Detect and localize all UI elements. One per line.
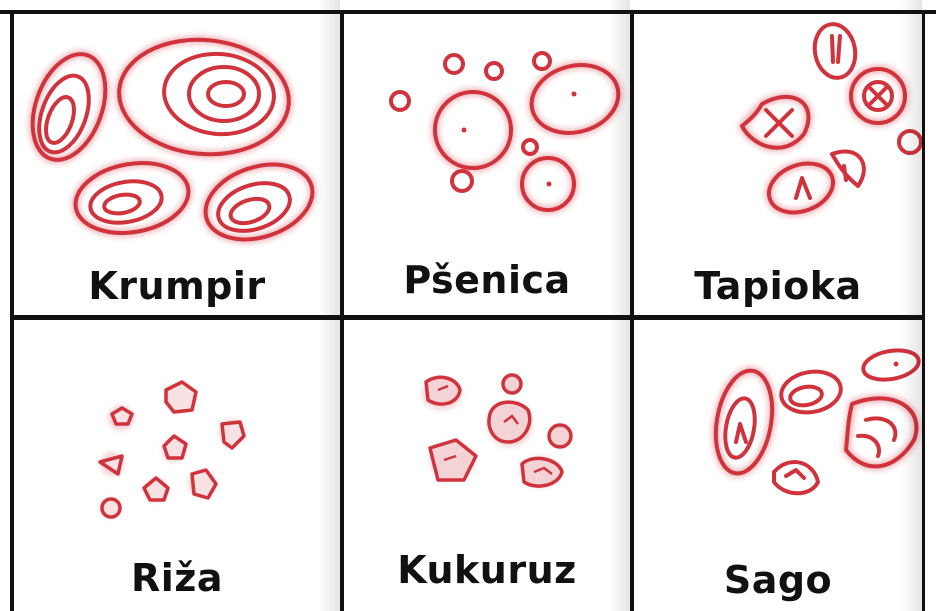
panel-psenica: Pšenica bbox=[344, 14, 630, 315]
shade-middle-column bbox=[608, 0, 630, 611]
shade-right-column bbox=[900, 0, 922, 611]
grid-vertical-divider-2 bbox=[630, 10, 634, 611]
panel-kukuruz: Kukuruz bbox=[344, 320, 630, 611]
grid-vertical-divider-1 bbox=[340, 10, 344, 611]
grid-top-border bbox=[0, 10, 936, 14]
panel-label-sago: Sago bbox=[634, 558, 922, 602]
panel-tapioka: Tapioka bbox=[634, 14, 922, 315]
shade-left-column bbox=[318, 0, 340, 611]
grid-right-border bbox=[922, 10, 925, 611]
panel-label-tapioka: Tapioka bbox=[634, 264, 922, 308]
grid-horizontal-divider bbox=[10, 315, 925, 320]
panel-label-riza: Riža bbox=[14, 556, 340, 600]
panel-krumpir: Krumpir bbox=[14, 14, 340, 315]
grid-left-border bbox=[10, 10, 14, 611]
panel-label-krumpir: Krumpir bbox=[14, 264, 340, 308]
panel-label-psenica: Pšenica bbox=[344, 258, 630, 302]
panel-sago: Sago bbox=[634, 320, 922, 611]
panel-label-kukuruz: Kukuruz bbox=[344, 548, 630, 592]
panel-riza: Riža bbox=[14, 320, 340, 611]
